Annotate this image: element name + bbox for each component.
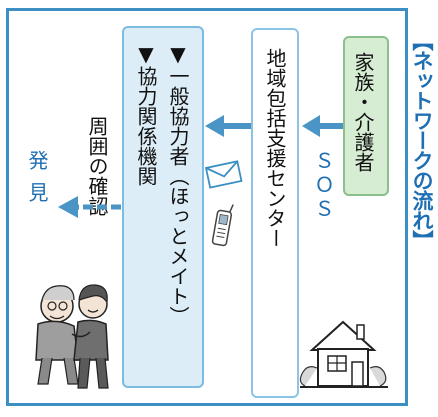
sos-label: ＳＯＳ: [311, 150, 335, 222]
arrow-center-to-partners: [205, 115, 251, 137]
mobile-phone-icon: [211, 204, 234, 247]
house-icon: [299, 320, 388, 388]
discovery-label: 発見: [25, 150, 49, 214]
surrounding-check-label: 周囲の確認: [85, 116, 109, 216]
community-support-center-box: 地域包括支援センター: [251, 28, 299, 398]
general-cooperator-label: ▼一般協力者（ほっとメイト）: [166, 42, 190, 326]
envelope-icon: [204, 160, 243, 189]
family-caregiver-box: 家族・介護者: [343, 36, 389, 196]
diagram-title: 【ネットワークの流れ】: [410, 30, 434, 250]
arrow-partners-to-discovery: [58, 196, 121, 218]
arrow-family-to-center: [302, 115, 343, 137]
cooperator-box: ▼一般協力者（ほっとメイト） ▼協力関係機関: [122, 26, 204, 388]
elderly-couple-illustration: [35, 284, 109, 389]
title-strip: [410, 28, 434, 278]
cooperating-agencies-label: ▼協力関係機関: [134, 42, 158, 186]
